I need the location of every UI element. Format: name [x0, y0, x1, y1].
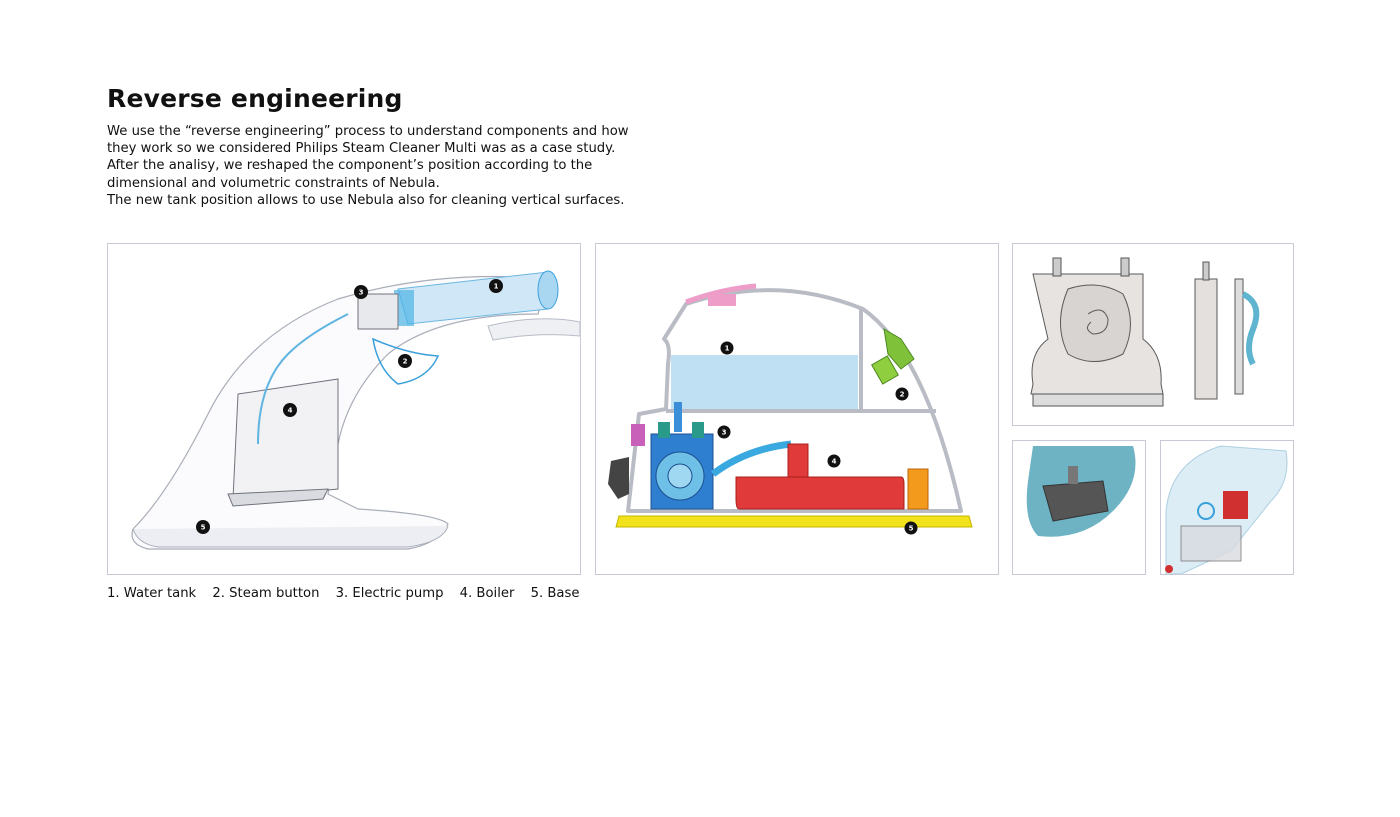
cross-section-panel: 1 2 3 4 5: [595, 243, 999, 575]
marker-5: [904, 521, 918, 535]
description-line: The new tank position allows to use Nebu…: [107, 192, 625, 208]
legend-item-steam-button: 2. Steam button: [212, 586, 320, 601]
description-line: After the analisy, we reshaped the compo…: [107, 158, 593, 174]
legend-item-boiler: 4. Boiler: [459, 586, 515, 601]
boiler-detail-panel: [1012, 243, 1294, 426]
boiler-detail-illustration: [1030, 257, 1260, 407]
page-title: Reverse engineering: [107, 84, 403, 113]
marker-5: [196, 520, 210, 534]
marker-4-label: 4: [288, 407, 293, 415]
marker-3-label: 3: [722, 429, 727, 437]
marker-3-label: 3: [359, 289, 364, 297]
cross-section-illustration: 1 2 3 4 5: [608, 283, 973, 535]
marker-1: [489, 279, 503, 293]
base-detail-panel: [1012, 440, 1146, 575]
component-legend: 1. Water tank 2. Steam button 3. Electri…: [107, 586, 592, 601]
marker-2-label: 2: [900, 391, 905, 399]
marker-2-label: 2: [403, 358, 408, 366]
description-paragraph: We use the “reverse engineering” process…: [107, 123, 667, 209]
marker-5-label: 5: [909, 525, 914, 533]
marker-2: [895, 387, 909, 401]
marker-5-label: 5: [201, 524, 206, 532]
marker-4: [827, 454, 841, 468]
marker-2: [398, 354, 412, 368]
legend-item-electric-pump: 3. Electric pump: [335, 586, 444, 601]
marker-1: [720, 341, 734, 355]
description-line: they work so we considered Philips Steam…: [107, 141, 616, 157]
legend-item-water-tank: 1. Water tank: [107, 586, 197, 601]
legend-item-base: 5. Base: [530, 586, 580, 601]
description-line: dimensional and volumetric constraints o…: [107, 175, 440, 191]
marker-4-label: 4: [832, 458, 837, 466]
assembly-detail-illustration: [1165, 445, 1288, 574]
assembly-detail-panel: [1160, 440, 1294, 575]
marker-3: [717, 425, 731, 439]
steam-cleaner-illustration: 1 2 3 4 5: [131, 270, 580, 550]
marker-4: [283, 403, 297, 417]
marker-3: [354, 285, 368, 299]
description-line: We use the “reverse engineering” process…: [107, 124, 629, 139]
marker-1-label: 1: [725, 345, 730, 353]
steam-cleaner-sketch-panel: 1 2 3 4 5: [107, 243, 581, 575]
base-detail-illustration: [1026, 446, 1136, 537]
marker-1-label: 1: [494, 283, 499, 291]
